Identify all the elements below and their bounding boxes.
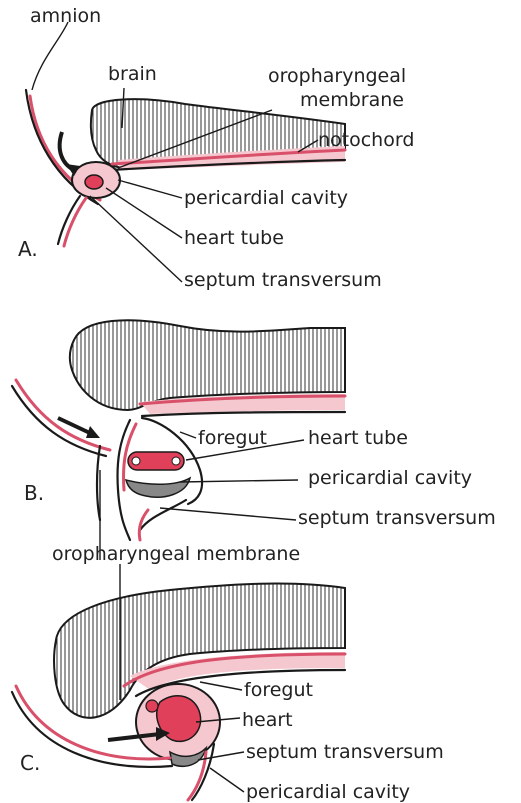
label-pericardial-cavity-b: pericardial cavity xyxy=(308,467,472,489)
heart-tube-b xyxy=(128,452,184,470)
label-brain: brain xyxy=(108,63,157,85)
label-pericardial-cavity-a: pericardial cavity xyxy=(184,187,348,209)
label-septum-transversum-c: septum transversum xyxy=(246,741,444,763)
label-heart-tube-a: heart tube xyxy=(184,227,284,249)
label-notochord: notochord xyxy=(318,129,414,151)
label-septum-transversum-a: septum transversum xyxy=(184,269,382,291)
panel-letter-a: A. xyxy=(18,237,38,261)
label-septum-transversum-b: septum transversum xyxy=(298,507,496,529)
label-oropharyngeal-membrane-c: oropharyngeal membrane xyxy=(52,543,300,565)
septum-b xyxy=(126,478,190,497)
label-oropharyngeal-a: oropharyngeal xyxy=(268,65,406,87)
label-pericardial-cavity-c: pericardial cavity xyxy=(246,781,410,803)
label-foregut-c: foregut xyxy=(244,679,313,701)
panel-letter-c: C. xyxy=(20,751,40,775)
label-foregut-b: foregut xyxy=(198,427,267,449)
panel-letter-b: B. xyxy=(24,481,44,505)
label-membrane-a: membrane xyxy=(300,89,404,111)
panel-a: amnion brain oropharyngeal membrane noto… xyxy=(18,5,414,291)
label-heart-tube-b: heart tube xyxy=(308,427,408,449)
label-amnion: amnion xyxy=(30,5,101,27)
label-heart-c: heart xyxy=(242,709,293,731)
panel-b: foregut heart tube pericardial cavity se… xyxy=(12,320,496,540)
